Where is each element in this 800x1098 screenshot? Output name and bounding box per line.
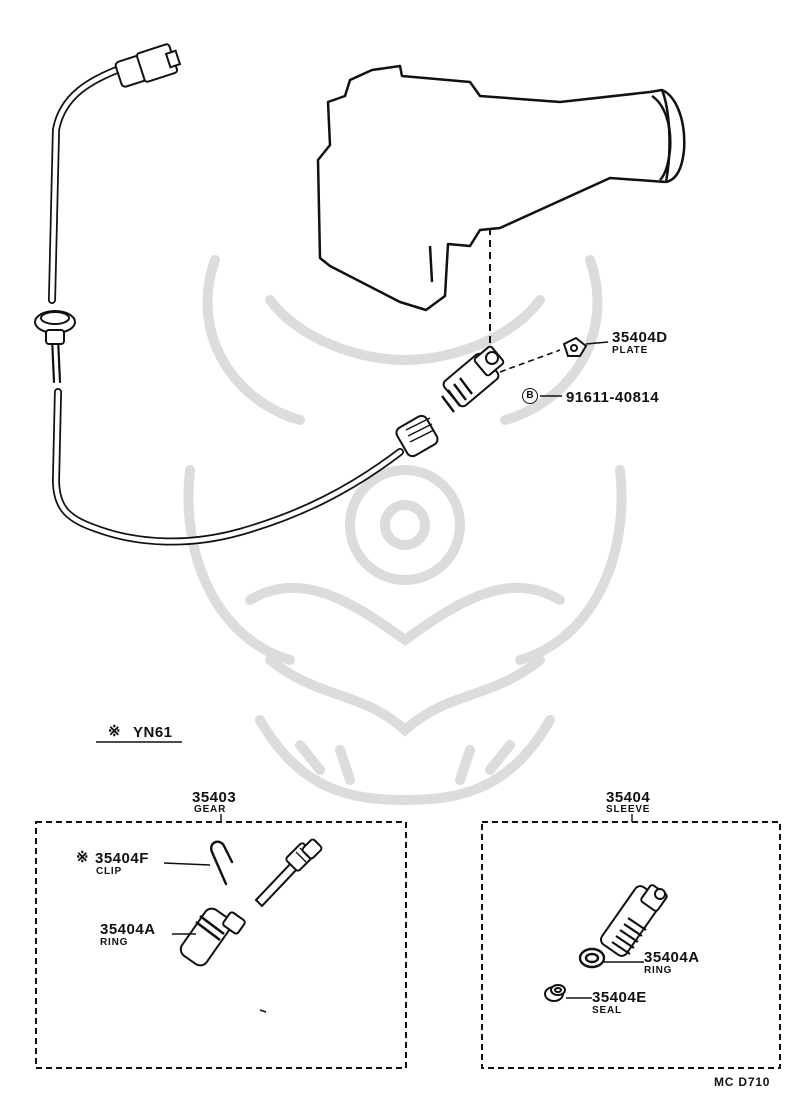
bolt-part-number: 91611-40814 [566, 389, 660, 406]
plate-part-number: 35404D [612, 329, 668, 346]
sleeve-ring-part-number: 35404A [644, 949, 700, 966]
clip-leader [163, 862, 211, 866]
sleeve-kit-name: SLEEVE [606, 804, 651, 815]
driven-gear-part [254, 838, 323, 908]
sleeve-part [599, 884, 668, 957]
clip-mark: ※ [76, 849, 90, 866]
seal-name: SEAL [592, 1005, 622, 1016]
gear-kit-mark [259, 1009, 267, 1013]
clip-part-number: 35404F [95, 850, 149, 867]
gear-kit-box [35, 821, 407, 1069]
clip-name: CLIP [96, 866, 122, 877]
transmission-housing [316, 64, 686, 312]
gear-ring-part-number: 35404A [100, 921, 156, 938]
cable-grommet [34, 310, 76, 345]
cable-nut [395, 414, 439, 458]
plate-part [562, 336, 588, 357]
driven-gear-sleeve [441, 345, 505, 413]
sleeve-ring-name: RING [644, 965, 673, 976]
seal-part [544, 984, 566, 1002]
plate-leader [585, 341, 609, 345]
speedometer-cable [48, 64, 404, 546]
clip-part [210, 840, 234, 886]
sleeve-ring-part [578, 947, 606, 969]
gear-ring-name: RING [100, 937, 129, 948]
cable-connector [114, 43, 182, 88]
watermark-logo [183, 255, 627, 806]
sleeve-kit-box [481, 821, 781, 1069]
plate-leader-dashed [499, 349, 561, 373]
gear-kit-part-number: 35403 [192, 789, 237, 806]
bolt-symbol: B [522, 388, 538, 404]
model-note-model: YN61 [133, 724, 173, 741]
seal-part-number: 35404E [592, 989, 647, 1006]
plate-name: PLATE [612, 345, 649, 356]
model-note-mark: ※ [108, 723, 122, 740]
gear-kit-name: GEAR [194, 804, 227, 815]
sleeve-kit-part-number: 35404 [606, 789, 651, 806]
gear-ring-part [179, 907, 246, 967]
figure-code: MC D710 [714, 1075, 771, 1089]
